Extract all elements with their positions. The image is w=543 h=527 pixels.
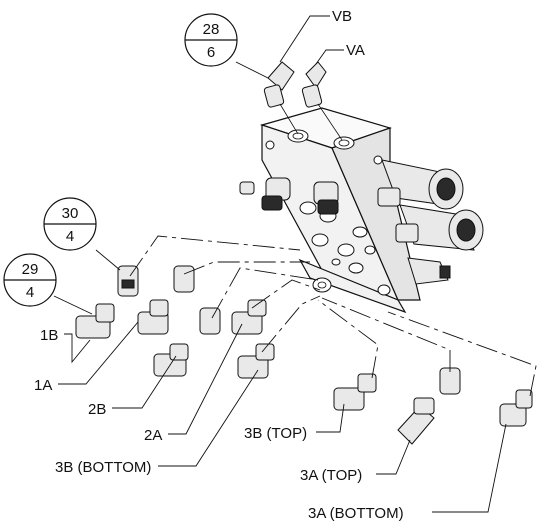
balloon-29-qty: 4	[26, 284, 34, 301]
installed-fittings	[239, 177, 339, 215]
assembly-centerlines	[129, 235, 537, 397]
balloon-28-item: 28	[203, 21, 220, 38]
callout-va: VA	[346, 42, 365, 59]
balloon-29-item: 29	[22, 261, 39, 278]
fitting-vb	[263, 61, 299, 135]
balloon-28: 28 6	[184, 13, 238, 67]
fitting-3a-top	[397, 367, 461, 445]
fitting-30-straight	[117, 265, 139, 297]
leader-lines	[53, 15, 507, 513]
fitting-3a-bottom	[499, 389, 533, 427]
callout-2b: 2B	[88, 401, 106, 418]
fitting-va	[301, 61, 343, 141]
fitting-1a	[137, 265, 195, 335]
fitting-3b-bottom	[237, 343, 275, 379]
callout-3a-top: 3A (TOP)	[300, 467, 362, 484]
callout-1a: 1A	[34, 377, 52, 394]
callout-3a-bottom: 3A (BOTTOM)	[308, 505, 404, 522]
callout-2a: 2A	[144, 427, 162, 444]
callout-3b-top: 3B (TOP)	[244, 425, 307, 442]
callout-1b: 1B	[40, 327, 58, 344]
balloon-30: 30 4	[43, 197, 97, 251]
fitting-3b-top	[333, 373, 377, 411]
callout-vb: VB	[332, 8, 352, 25]
balloon-28-qty: 6	[207, 44, 215, 61]
solenoid-coils	[377, 159, 484, 285]
callout-3b-bottom: 3B (BOTTOM)	[55, 459, 151, 476]
fitting-2a	[231, 299, 267, 335]
balloon-29: 29 4	[3, 253, 57, 307]
balloon-30-qty: 4	[66, 228, 74, 245]
fitting-1b	[75, 303, 115, 339]
balloon-30-item: 30	[62, 205, 79, 222]
